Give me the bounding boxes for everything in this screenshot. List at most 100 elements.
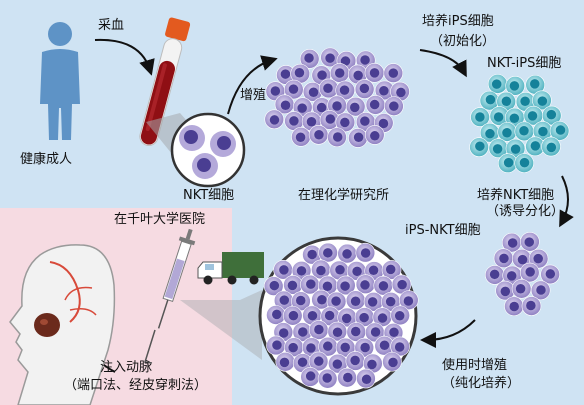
cell-nucleus <box>339 85 350 95</box>
ips-nkt-cluster <box>484 231 560 317</box>
cell-nucleus <box>527 111 538 121</box>
cell-nucleus <box>322 281 333 291</box>
expanded-cells-circle <box>258 236 419 396</box>
nkt-cells-label: NKT细胞 <box>183 188 235 203</box>
cell-nucleus <box>360 342 370 353</box>
cell-nucleus <box>546 109 557 120</box>
cell-nucleus <box>520 96 530 107</box>
cell-nucleus <box>334 68 345 78</box>
cell-nucleus <box>536 285 546 295</box>
cell-nucleus <box>538 126 548 137</box>
cell-nucleus <box>270 86 281 96</box>
riken-label: 在理化学研究所 <box>298 188 390 203</box>
cell-nucleus <box>530 79 540 89</box>
expand-label: 使用时增殖 <box>442 358 508 373</box>
cell-nucleus <box>323 341 333 351</box>
ips-nkt-cells-label: iPS-NKT细胞 <box>405 223 481 238</box>
cell-nucleus <box>503 157 514 168</box>
cell-nucleus <box>295 295 306 306</box>
cell-nucleus <box>294 67 305 78</box>
cell-nucleus <box>279 265 289 275</box>
cell-nucleus <box>509 301 519 312</box>
cell-nucleus <box>295 132 306 142</box>
cell-nucleus <box>378 118 389 129</box>
cell-nucleus <box>340 342 350 353</box>
cell-nucleus <box>350 102 360 113</box>
cell-nucleus <box>316 265 326 276</box>
cell-nucleus <box>353 132 364 142</box>
cell-nucleus <box>396 87 406 98</box>
cell-nucleus <box>537 96 548 106</box>
nkt-ips-cluster <box>469 74 570 173</box>
cell-nucleus <box>360 116 370 126</box>
cell-nucleus <box>331 296 341 306</box>
cell-nucleus <box>509 81 520 91</box>
cell-nucleus <box>269 115 280 125</box>
cell-nucleus <box>340 281 350 291</box>
cell-nucleus <box>288 84 299 94</box>
cell-nucleus <box>360 280 370 290</box>
cell-nucleus <box>367 359 377 370</box>
cell-nucleus <box>360 55 370 65</box>
syringe-icon <box>144 228 196 364</box>
cell-nucleus <box>314 129 324 140</box>
cell-nucleus <box>501 96 512 107</box>
cell-nucleus <box>379 340 390 351</box>
cell-nucleus <box>519 157 530 168</box>
cell-nucleus <box>305 371 316 381</box>
nkt-ips-cells-label: NKT-iPS细胞 <box>487 56 562 71</box>
cell-nucleus <box>389 327 399 337</box>
culture-nkt-sublabel: （诱导分化） <box>486 204 565 219</box>
arrow-expand <box>420 319 476 348</box>
cell-nucleus <box>307 249 317 260</box>
cell-nucleus <box>379 86 389 96</box>
cell-nucleus <box>388 357 398 368</box>
arrow-proliferation <box>227 55 278 115</box>
cell-nucleus <box>530 141 541 151</box>
expanded-cells <box>263 242 419 389</box>
cell-nucleus <box>361 374 372 385</box>
cell-nucleus <box>279 295 290 305</box>
cell-nucleus <box>506 271 517 281</box>
cell-nucleus <box>332 327 343 337</box>
cell-nucleus <box>325 114 336 124</box>
cell-nucleus <box>340 56 351 66</box>
cell-nucleus <box>296 266 307 276</box>
cell-nucleus <box>367 297 378 307</box>
expand-sublabel: （纯化培养） <box>442 376 521 391</box>
cell-nucleus <box>369 68 380 78</box>
cell-nucleus <box>350 326 361 337</box>
proliferated-nkt-cluster <box>264 47 410 148</box>
cell-nucleus <box>332 359 343 369</box>
cell-nucleus <box>475 112 485 122</box>
cell-nucleus <box>289 116 299 126</box>
cell-nucleus <box>509 113 520 123</box>
cell-nucleus <box>297 357 308 367</box>
cell-nucleus <box>317 70 327 80</box>
cell-nucleus <box>502 127 512 138</box>
cell-nucleus <box>297 103 307 113</box>
cell-nucleus <box>307 310 318 321</box>
cell-nucleus <box>500 286 511 297</box>
inject-sublabel: （端口法、经皮穿刺法） <box>64 378 208 393</box>
cell-nucleus <box>489 269 500 280</box>
cell-nucleus <box>308 87 319 98</box>
cell-nucleus <box>298 327 308 337</box>
cell-nucleus <box>533 253 543 264</box>
cell-nucleus <box>306 279 316 289</box>
cell-nucleus <box>306 343 316 353</box>
cell-nucleus <box>278 328 289 338</box>
cell-nucleus <box>369 99 380 110</box>
nkt-cells-circle <box>170 112 246 188</box>
cell-nucleus <box>475 141 485 151</box>
cell-nucleus <box>555 125 566 135</box>
cell-nucleus <box>304 53 314 63</box>
cell-nucleus <box>499 253 509 264</box>
patient-head-icon <box>9 244 116 405</box>
cell-nucleus <box>340 117 350 128</box>
cell-nucleus <box>272 309 282 320</box>
healthy-adult-label: 健康成人 <box>20 152 73 167</box>
cell-nucleus <box>288 342 298 353</box>
inject-label: 注入动脉 <box>100 360 153 375</box>
